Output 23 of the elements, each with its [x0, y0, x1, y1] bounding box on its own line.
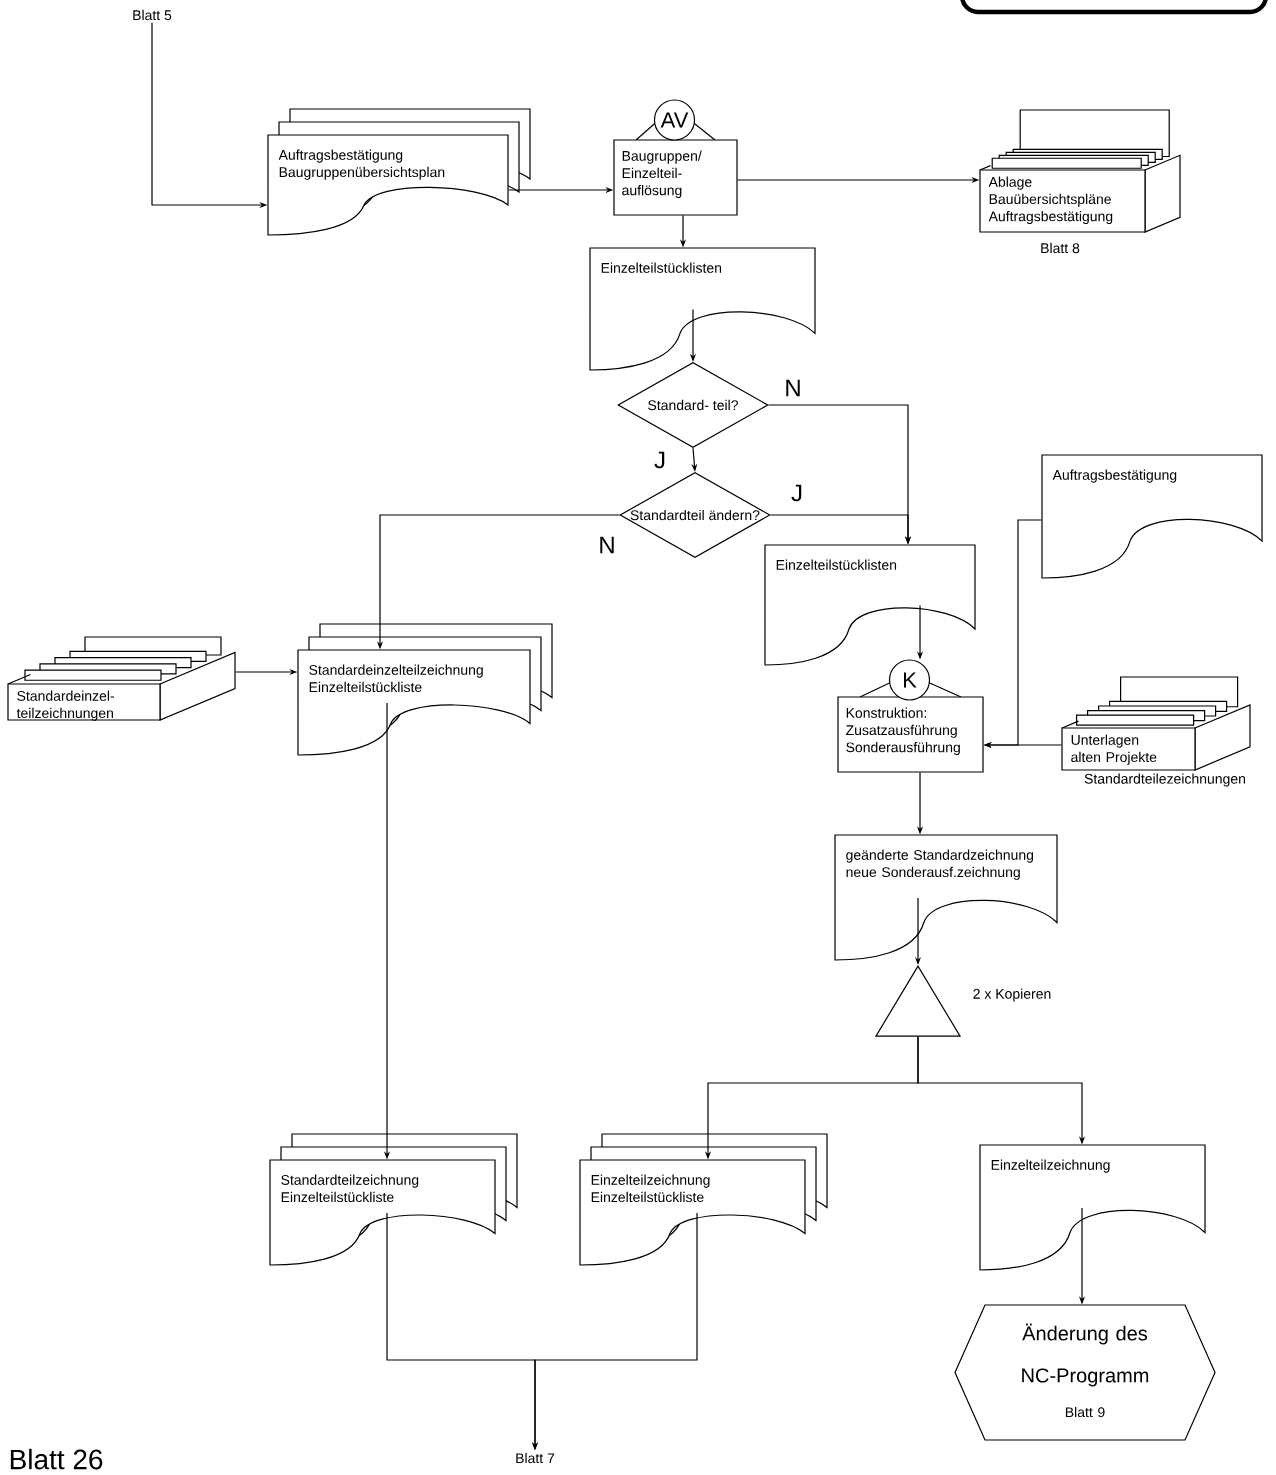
- file-tray: Ablage Bauübersichtspläne Auftragsbestätigung Blatt 8: [979, 109, 1181, 254]
- edge-label: N: [782, 377, 804, 399]
- node-label: AV: [660, 112, 689, 128]
- document-stack: Auftragsbestätigung Baugruppenübersichtsplan: [267, 108, 531, 236]
- edge-label: J: [652, 449, 668, 471]
- node-label: Standardteilezeichnungen: [1084, 773, 1246, 787]
- edge-label: J: [789, 482, 805, 504]
- file-tray: Standardeinzel- teilzeichnungen: [7, 636, 236, 721]
- node-label: Blatt 8: [1041, 242, 1080, 254]
- process-box: AV Baugruppen/ Einzelteil- auflösung: [613, 99, 738, 216]
- document-stack: Standardteilzeichnung Einzelteilstückliste: [269, 1133, 518, 1266]
- node-label: 2 x Kopieren: [973, 988, 1051, 1002]
- connector-label: Blatt 7: [516, 1452, 555, 1464]
- node-label: K: [903, 672, 917, 688]
- copy-triangle: 2 x Kopieren: [874, 965, 1051, 1037]
- document-stack: Standardeinzelteilzeichnung Einzelteilstückliste: [297, 623, 553, 756]
- document-stack: Einzelteilzeichnung Einzelteilstückliste: [579, 1133, 828, 1266]
- connector-label: Blatt 5: [133, 9, 172, 21]
- edge-label: N: [596, 534, 618, 556]
- page-number: Blatt 26: [10, 1448, 103, 1470]
- file-tray: Unterlagen alten Projekte Standardteilezeichnungen: [1061, 676, 1251, 787]
- hexagon-box: Änderung des NC-Programm Blatt 9: [954, 1304, 1216, 1441]
- process-box: K Konstruktion: Zusatzausführung Sonderausführung: [837, 659, 984, 773]
